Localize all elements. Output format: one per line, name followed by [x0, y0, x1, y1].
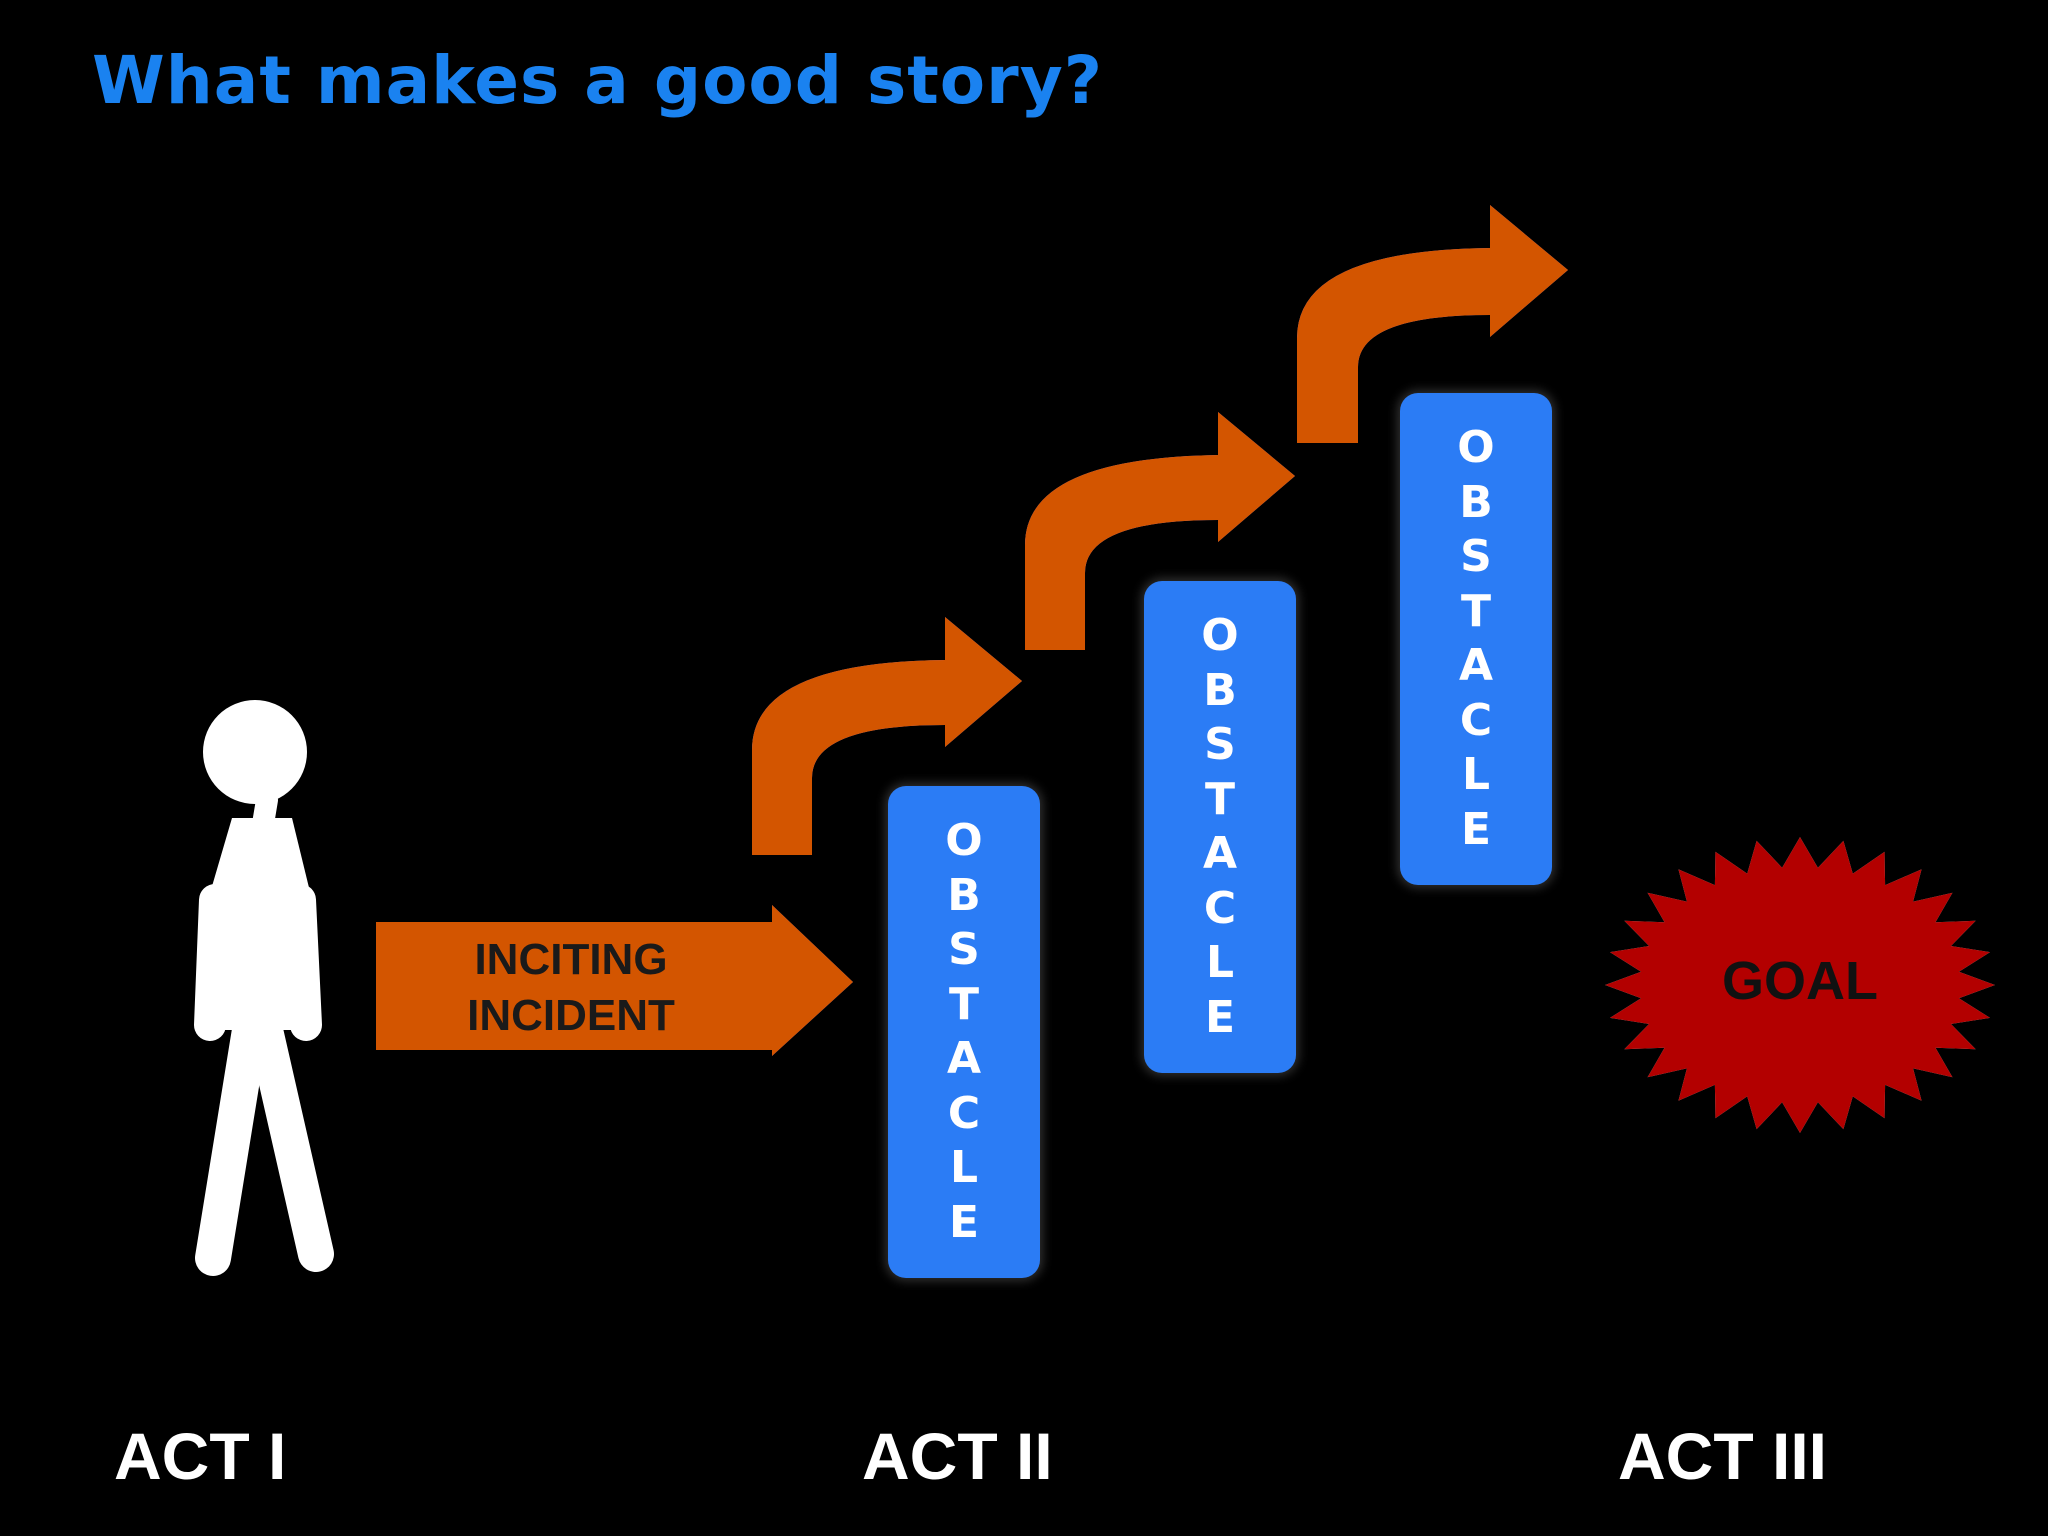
stick-figure-icon — [194, 700, 334, 1276]
goal-label: GOAL — [1722, 951, 1878, 1011]
curved-arrow-icon — [1297, 205, 1568, 443]
page-title: What makes a good story? — [92, 42, 1104, 119]
curved-arrow-icon — [752, 617, 1022, 855]
act-three-label: ACT III — [1618, 1419, 1827, 1493]
act-two-label: ACT II — [862, 1419, 1053, 1493]
starburst-icon — [1605, 837, 1995, 1133]
curved-arrow-icon — [1025, 412, 1295, 650]
act-one-label: ACT I — [114, 1419, 287, 1493]
inciting-incident-arrow — [376, 905, 853, 1056]
inciting-incident-label: INCITING INCIDENT — [467, 935, 675, 1040]
